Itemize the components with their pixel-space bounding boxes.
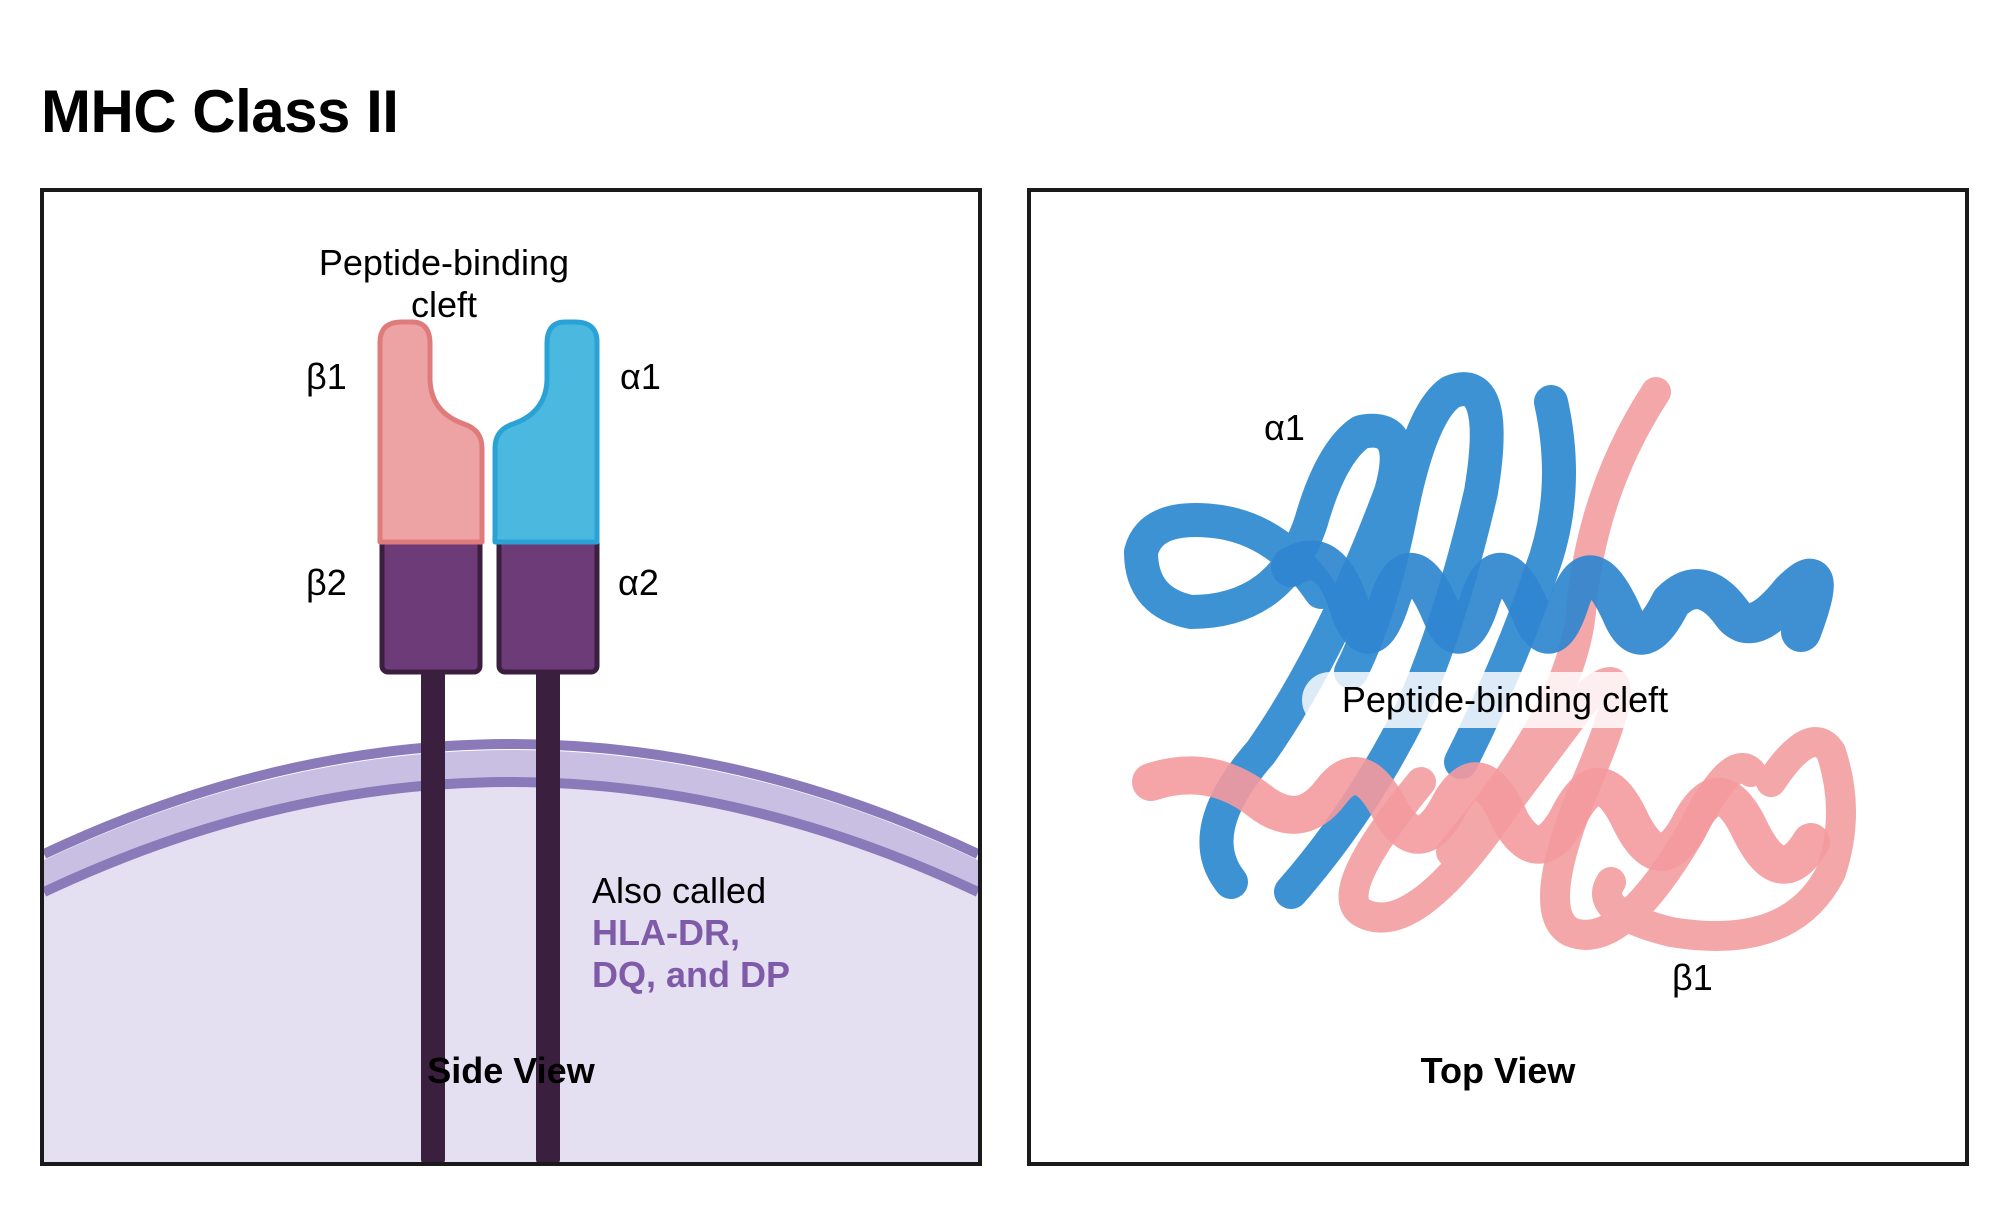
alpha2-label: α2	[618, 562, 659, 603]
page-title: MHC Class II	[41, 78, 399, 145]
note-line1: Also called	[592, 870, 767, 911]
top-view-panel: α1 β1 Peptide-binding cleft Top View	[1027, 188, 1969, 1166]
beta1-helix	[1132, 756, 1830, 884]
beta1-label: β1	[306, 356, 347, 397]
also-called-note: Also called HLA-DR, DQ, and DP	[592, 870, 790, 996]
side-view-panel: Peptide-binding cleft β1 α1 β2 α2 Also c…	[40, 188, 982, 1166]
alpha1-strand-a	[1124, 413, 1414, 899]
note-line2: HLA-DR,	[592, 912, 740, 953]
beta2-label: β2	[306, 562, 347, 603]
cleft-label-line1: Peptide-binding	[318, 242, 570, 283]
alpha-transmembrane-anchor	[536, 667, 560, 1162]
cell-membrane-outer-line	[44, 739, 978, 859]
alpha1-helix	[1271, 540, 1834, 655]
side-view-caption: Side View	[427, 1050, 595, 1091]
top-beta1-label: β1	[1672, 957, 1713, 998]
alpha1-label: α1	[620, 356, 661, 397]
cell-cytoplasm	[44, 782, 978, 1162]
note-line3: DQ, and DP	[592, 954, 791, 995]
beta-transmembrane-anchor	[421, 667, 445, 1162]
alpha1-domain	[492, 319, 600, 545]
beta1-tail-loop	[1592, 727, 1856, 951]
alpha2-domain	[496, 535, 600, 675]
cell-membrane-inner-line	[44, 777, 978, 897]
cell-membrane-inner-layer	[44, 750, 978, 892]
top-cleft-label: Peptide-binding cleft	[1302, 672, 1708, 728]
cleft-label-line2: cleft	[410, 284, 478, 325]
top-alpha1-label: α1	[1264, 407, 1305, 448]
peptide-binding-cleft-label: Peptide-binding cleft	[314, 242, 574, 326]
beta2-domain	[379, 535, 483, 675]
beta1-domain	[377, 319, 485, 545]
alpha1-strand-b	[1274, 372, 1504, 909]
top-view-caption: Top View	[1420, 1050, 1576, 1091]
side-view-diagram	[44, 319, 978, 1162]
